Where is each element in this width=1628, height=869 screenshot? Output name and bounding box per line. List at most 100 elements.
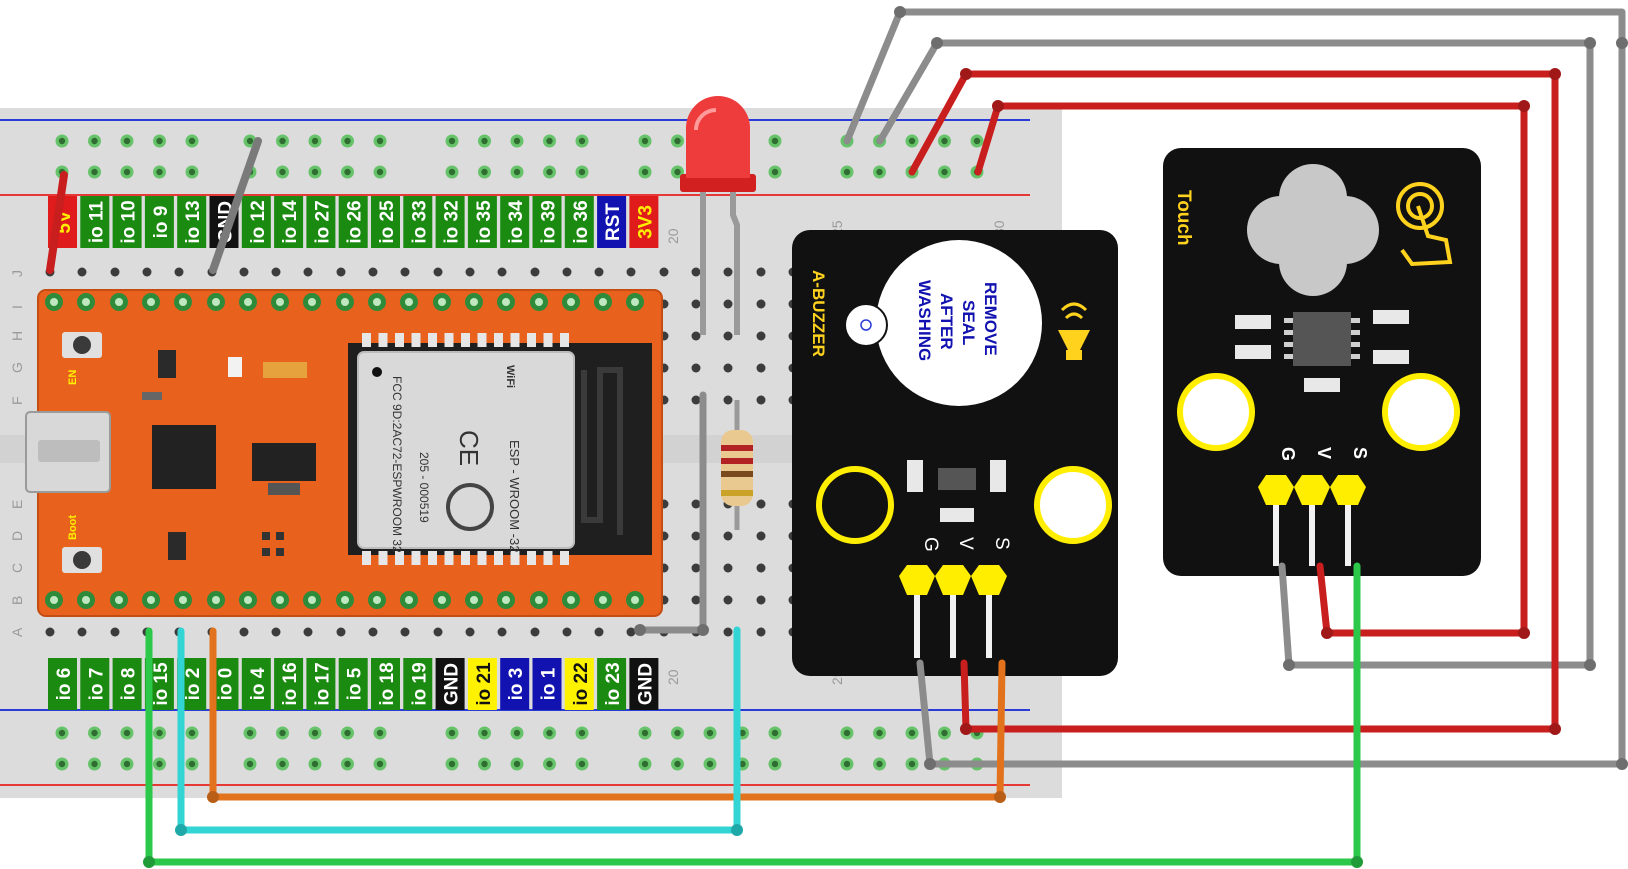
rail-hole-center	[771, 760, 779, 768]
wroom-pad	[560, 333, 569, 347]
breadboard-hole	[368, 627, 378, 637]
top-pin-label-bg	[532, 196, 562, 248]
rail-hole-center	[123, 137, 131, 145]
breadboard-hole	[691, 531, 701, 541]
rail-hole-center	[156, 168, 163, 176]
buzzer-header	[899, 565, 1007, 658]
rail-hole-center	[344, 137, 351, 145]
touch-pin-label-g: G	[1278, 447, 1298, 461]
rail-hole-center	[739, 760, 746, 768]
wroom-pad	[461, 333, 470, 347]
rail-hole-center	[973, 137, 981, 145]
transistor-1	[158, 350, 176, 378]
rail-hole-center	[448, 760, 456, 768]
breadboard-hole	[756, 267, 766, 277]
breadboard-hole	[433, 267, 443, 277]
touch-pin-labels: G V S	[1278, 447, 1370, 461]
top-pin-label: io 39	[539, 200, 560, 243]
esp32-pin-hole	[631, 298, 639, 306]
led-highlight	[694, 108, 717, 131]
rail-hole-center	[908, 729, 916, 737]
rail-hole-center	[344, 729, 351, 737]
wire-5v-rail-jumper	[46, 171, 68, 274]
rail-hole-center	[188, 168, 196, 176]
row-letters: J I H G F E D C B A	[9, 270, 25, 637]
rail-hole-center	[513, 137, 521, 145]
top-pin-label-bg	[371, 196, 400, 248]
breadboard-hole	[174, 267, 184, 277]
breadboard-hole	[659, 267, 669, 277]
wroom-pad	[543, 551, 553, 565]
wire-vcc-to-touch	[974, 102, 1528, 637]
rail-hole-center	[908, 760, 916, 768]
breadboard-hole	[303, 627, 313, 637]
top-pin-label-bg	[500, 196, 530, 248]
touch-module: Touch G V S	[1163, 148, 1481, 576]
breadboard-hole	[756, 299, 766, 309]
rail-hole-center	[843, 760, 851, 768]
esp32-pin-hole	[82, 596, 90, 604]
breadboard-hole	[368, 267, 378, 277]
breadboard-hole	[723, 395, 733, 405]
buzzer-tab-mark	[860, 319, 872, 331]
top-pin-label-bg	[112, 196, 142, 248]
breadboard-hole	[723, 331, 733, 341]
transistor-2	[168, 532, 186, 560]
rail-hole-center	[674, 168, 681, 176]
resistor-smd-4	[262, 548, 270, 556]
breadboard-hole	[723, 595, 733, 605]
breadboard-hole	[77, 627, 87, 637]
rail-hole-center	[123, 729, 131, 737]
bottom-pin-label: io 16	[280, 662, 301, 705]
touch-smd-2	[1235, 345, 1271, 359]
bottom-pin-label: io 4	[248, 667, 269, 700]
breadboard-hole	[77, 267, 87, 277]
rail-hole-center	[578, 729, 586, 737]
breadboard-hole	[271, 267, 281, 277]
esp32-pin-hole	[373, 596, 381, 604]
breadboard-hole	[756, 499, 766, 509]
buzzer-module: A-BUZZER REMOVE SEAL AFTER WASHING G V S	[792, 230, 1118, 676]
row-letter-h: H	[9, 331, 25, 341]
wire-led-signal	[177, 626, 741, 834]
wire-gnd-to-touch-2	[876, 39, 1594, 669]
rail-hole-center	[58, 729, 66, 737]
top-pin-label: io 11	[86, 200, 107, 243]
row-letter-a: A	[9, 627, 25, 637]
wroom-id: 205 - 000519	[417, 452, 431, 523]
wire-vcc-to-buzzer	[908, 70, 1559, 733]
rail-hole-center	[706, 729, 714, 737]
esp32-pin-hole	[535, 596, 543, 604]
top-pin-label: io 32	[442, 200, 463, 243]
buzzer-smd-1	[907, 460, 923, 492]
esp32-header-pins	[45, 293, 644, 609]
bottom-pin-label-bg	[338, 658, 368, 710]
boot-button[interactable]	[73, 551, 91, 569]
esp32-pin-hole	[438, 298, 446, 306]
rail-hole-center	[674, 760, 681, 768]
esp32-pin-hole	[276, 596, 284, 604]
top-pin-label-bg	[597, 196, 627, 248]
wroom-pads	[362, 333, 569, 565]
resistor-smd-3	[276, 532, 284, 540]
buzzer-title: A-BUZZER	[809, 270, 828, 357]
breadboard-hole	[691, 595, 701, 605]
rail-hole-center	[546, 137, 553, 145]
resistor-smd-5	[276, 548, 284, 556]
rail-hole-center	[448, 168, 456, 176]
seal-text-line-3: AFTER	[937, 293, 956, 350]
breadboard-hole	[530, 267, 540, 277]
en-button[interactable]	[73, 336, 91, 354]
buzzer-pin-v	[935, 565, 971, 595]
breadboard-hole	[497, 627, 507, 637]
bottom-pin-label-bg	[500, 658, 530, 710]
bottom-pin-label: io 5	[345, 667, 366, 700]
breadboard-hole	[691, 563, 701, 573]
touch-pin-label-s: S	[1350, 447, 1370, 459]
touch-pad	[1247, 164, 1379, 296]
row-letter-e: E	[9, 500, 25, 509]
bottom-pin-label: io 23	[603, 662, 624, 705]
top-pin-label: io 25	[377, 200, 398, 244]
rail-hole-center	[641, 137, 649, 145]
